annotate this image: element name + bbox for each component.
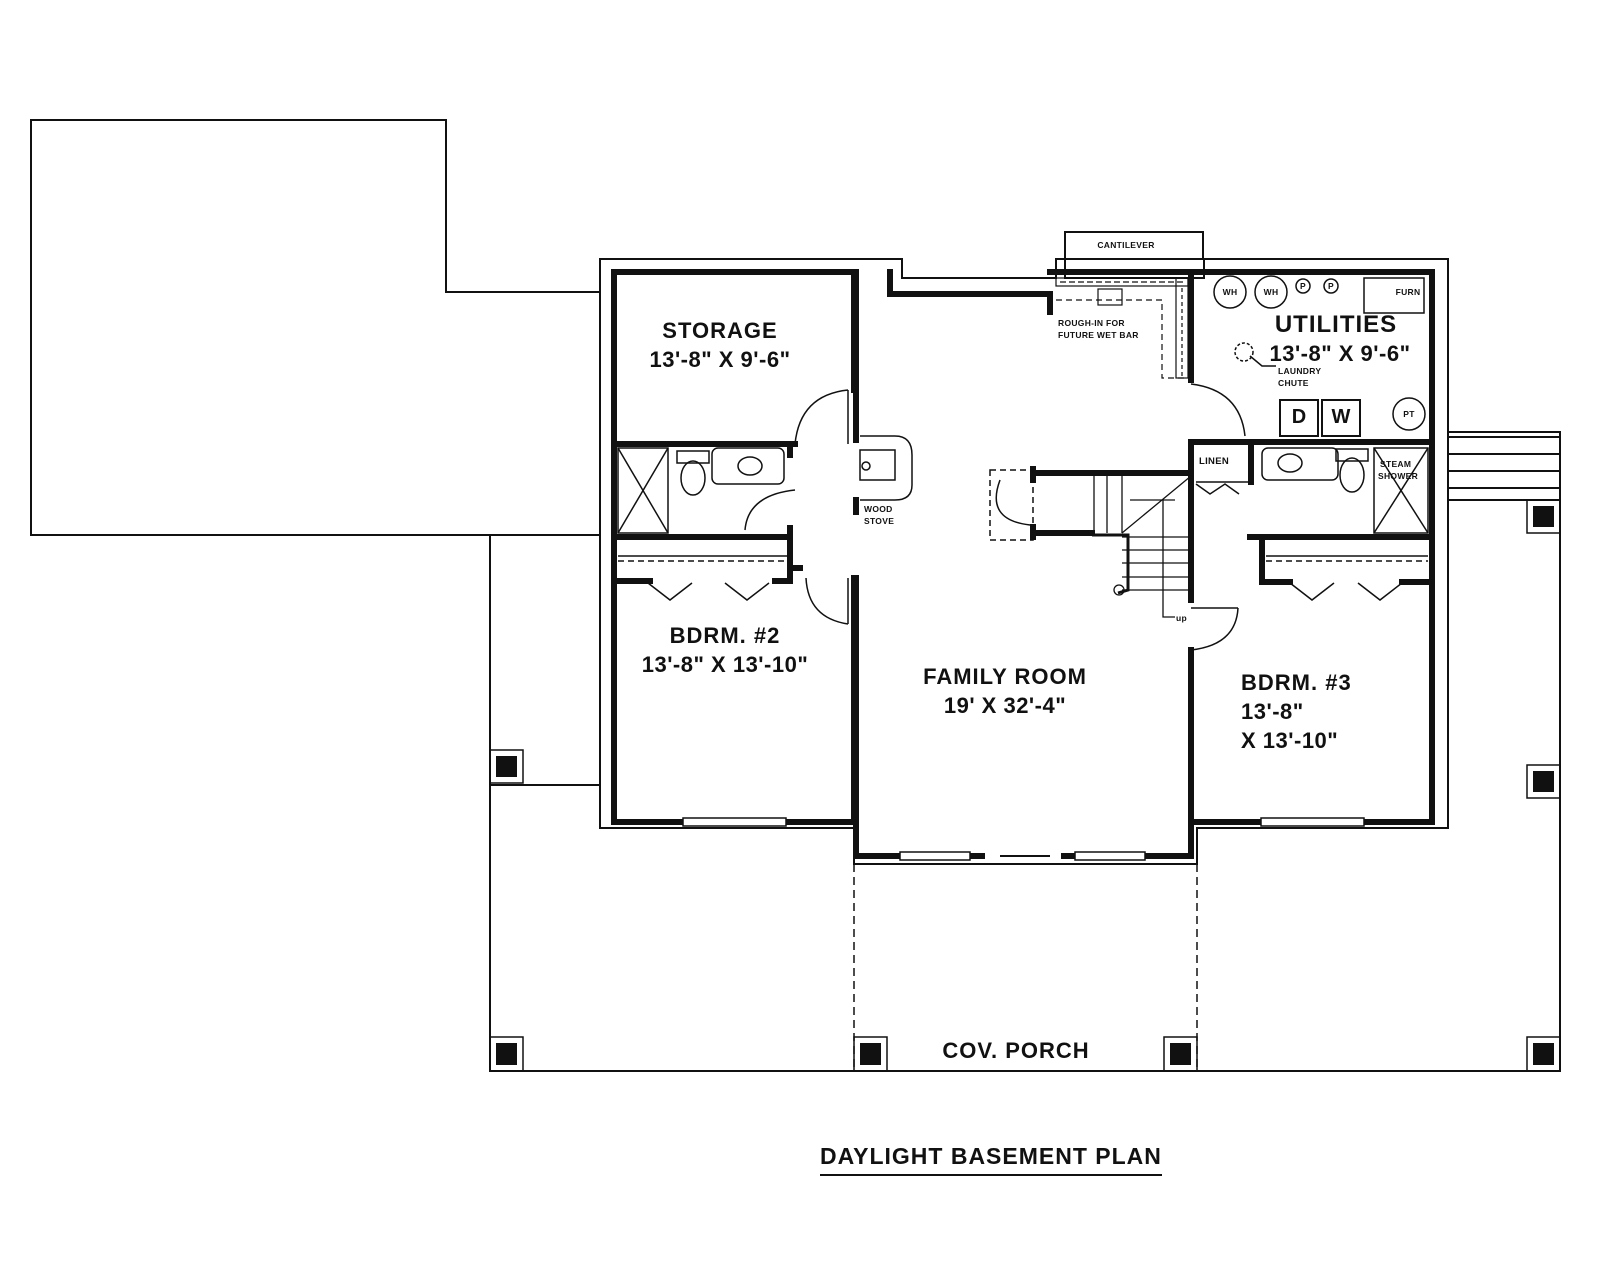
water-heater-icon <box>1213 275 1247 309</box>
washer-icon <box>1321 399 1361 437</box>
bedroom-3-dimensions-line2: X 13'-10" <box>1241 728 1339 753</box>
porch-posts <box>489 499 1561 1072</box>
wood-stove-label-line2: STOVE <box>864 516 895 526</box>
furnace-label: FURN <box>1395 287 1421 297</box>
storage-dimensions: 13'-8" X 9'-6" <box>649 347 791 372</box>
storage-label: STORAGE <box>662 318 778 343</box>
bedroom-3-label: BDRM. #3 <box>1241 670 1352 695</box>
water-heater-1-label: WH <box>1222 287 1238 297</box>
family-room-label: FAMILY ROOM <box>923 664 1087 689</box>
porch-outline <box>489 431 1561 1072</box>
water-heater-2-label: WH <box>1263 287 1279 297</box>
wood-stove-label-line1: WOOD <box>864 504 893 514</box>
family-room-dimensions: 19' X 32'-4" <box>943 693 1067 718</box>
bedroom-2-dimensions: 13'-8" X 13'-10" <box>641 652 809 677</box>
pump-icon <box>1295 278 1311 294</box>
dryer-label: D <box>1291 406 1307 428</box>
wet-bar-label-line1: ROUGH-IN FOR <box>1058 318 1125 328</box>
dryer-icon <box>1279 399 1319 437</box>
steam-shower-label-line1: STEAM <box>1380 459 1412 469</box>
cantilever-box <box>1064 231 1204 260</box>
utilities-label: UTILITIES <box>1274 311 1398 338</box>
utilities-dimensions: 13'-8" X 9'-6" <box>1269 341 1411 366</box>
washer-label: W <box>1331 406 1351 428</box>
covered-porch-label: COV. PORCH <box>942 1038 1090 1063</box>
pump-1-label: P <box>1300 281 1306 291</box>
upper-level-outline <box>30 119 600 536</box>
steam-shower-label-line2: SHOWER <box>1378 471 1419 481</box>
pressure-tank-label: PT <box>1403 409 1415 419</box>
plan-title: DAYLIGHT BASEMENT PLAN <box>820 1145 1162 1176</box>
cantilever-label: CANTILEVER <box>1097 240 1155 250</box>
pump-2-label: P <box>1328 281 1334 291</box>
wet-bar-label-line2: FUTURE WET BAR <box>1058 330 1139 340</box>
pressure-tank-icon <box>1392 397 1426 431</box>
furnace-icon <box>1363 277 1425 314</box>
laundry-chute-label-line2: CHUTE <box>1278 378 1309 388</box>
bedroom-3-dimensions-line1: 13'-8" <box>1241 699 1304 724</box>
laundry-chute-label-line1: LAUNDRY <box>1278 366 1322 376</box>
stairs-up-label: up <box>1176 613 1187 623</box>
bedroom-2-label: BDRM. #2 <box>669 623 781 648</box>
linen-closet-label: LINEN <box>1199 456 1229 467</box>
